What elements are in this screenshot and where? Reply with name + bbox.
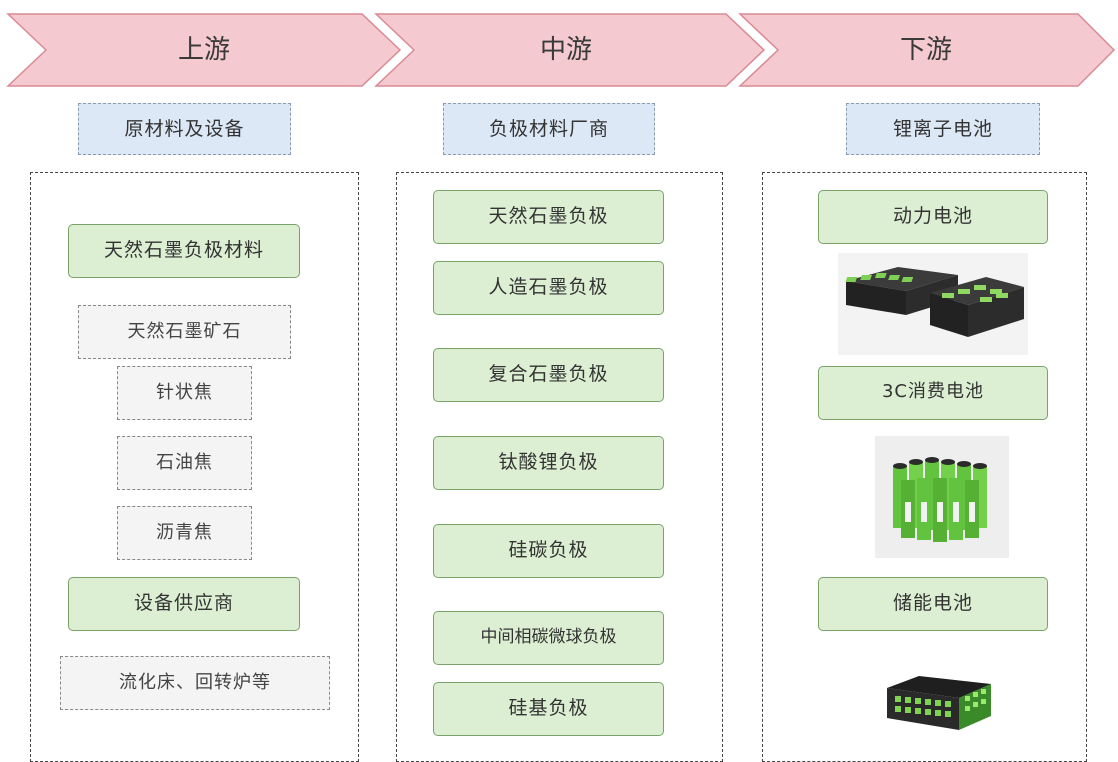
downstream-item-power-battery: 动力电池 xyxy=(818,190,1048,244)
midstream-item-silicon-carbon-anode: 硅碳负极 xyxy=(433,524,664,578)
chevron-midstream xyxy=(374,13,766,87)
midstream-item-artificial-graphite-anode: 人造石墨负极 xyxy=(433,261,664,315)
upstream-item-natural-graphite-ore: 天然石墨矿石 xyxy=(78,305,291,359)
category-downstream: 锂离子电池 xyxy=(846,103,1040,155)
upstream-item-equipment-suppliers: 设备供应商 xyxy=(68,577,300,631)
energy-storage-module-image xyxy=(883,670,995,734)
chevron-downstream xyxy=(738,13,1116,87)
stage-label-midstream: 中游 xyxy=(539,35,592,65)
category-midstream: 负极材料厂商 xyxy=(443,103,655,155)
upstream-item-natural-graphite-material: 天然石墨负极材料 xyxy=(68,224,300,278)
chevron-upstream xyxy=(6,13,402,87)
midstream-item-composite-graphite-anode: 复合石墨负极 xyxy=(433,348,664,402)
upstream-item-petroleum-coke: 石油焦 xyxy=(117,436,252,490)
upstream-item-needle-coke: 针状焦 xyxy=(117,366,252,420)
midstream-item-mesocarbon-microbead-anode: 中间相碳微球负极 xyxy=(433,611,664,665)
upstream-item-pitch-coke: 沥青焦 xyxy=(117,506,252,560)
downstream-item-energy-storage-battery: 储能电池 xyxy=(818,577,1048,631)
midstream-item-silicon-based-anode: 硅基负极 xyxy=(433,682,664,736)
stage-chevrons xyxy=(6,13,1116,87)
power-battery-pack-image xyxy=(838,253,1028,355)
midstream-item-lithium-titanate-anode: 钛酸锂负极 xyxy=(433,436,664,490)
midstream-item-natural-graphite-anode: 天然石墨负极 xyxy=(433,190,664,244)
stage-label-upstream: 上游 xyxy=(177,35,230,65)
downstream-item-3c-consumer-battery: 3C消费电池 xyxy=(818,366,1048,420)
cylindrical-cells-image xyxy=(875,436,1009,558)
stage-label-downstream: 下游 xyxy=(899,35,952,65)
upstream-item-fluidized-bed-rotary-kiln: 流化床、回转炉等 xyxy=(60,656,330,710)
category-upstream: 原材料及设备 xyxy=(78,103,291,155)
